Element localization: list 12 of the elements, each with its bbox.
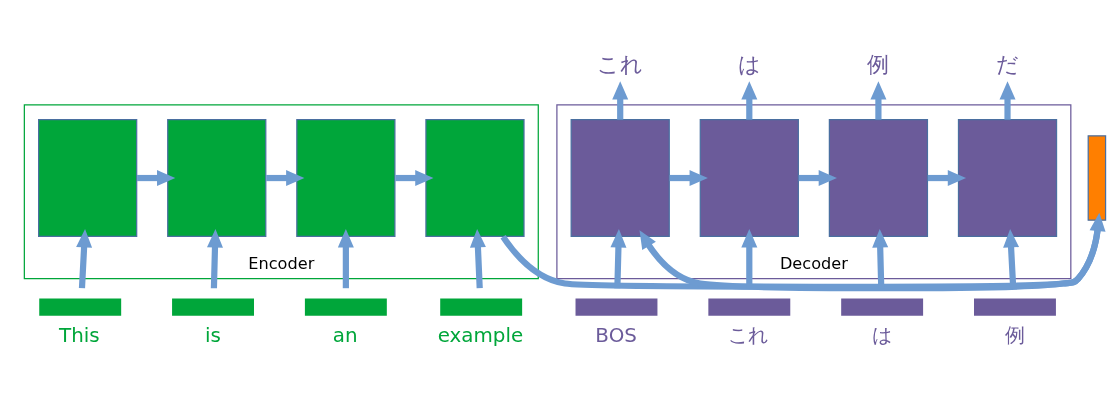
node-label: これ [728, 323, 769, 347]
node-label: は [871, 323, 892, 347]
node-text: これ [597, 50, 644, 77]
node-text: 例 [867, 50, 890, 77]
node-label: BOS [595, 323, 637, 347]
node-text: は [737, 50, 761, 77]
node-label: an [332, 323, 358, 347]
node-label: 例 [1005, 323, 1026, 347]
node-label: example [437, 323, 524, 347]
node-text: だ [996, 50, 1020, 77]
node-label: This [59, 323, 100, 347]
node-label: is [204, 323, 221, 347]
